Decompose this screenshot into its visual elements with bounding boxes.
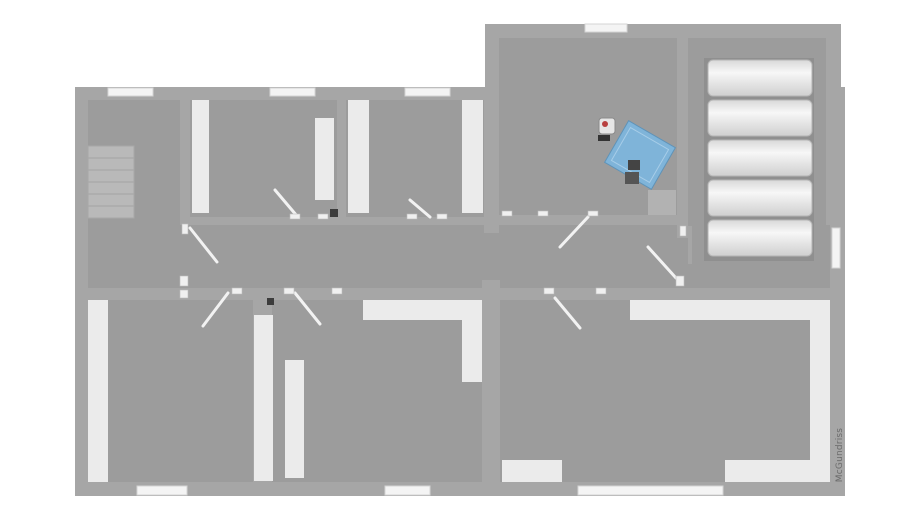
door-swing-icon	[188, 226, 219, 264]
door-swing-icon	[558, 215, 590, 249]
windows	[107, 23, 841, 496]
window	[107, 87, 154, 97]
storage-tanks-icon	[704, 58, 814, 261]
room-bottom-left	[88, 300, 253, 482]
room-bottom-right	[500, 300, 830, 482]
storage-tank	[707, 59, 813, 97]
storage-tank	[707, 139, 813, 177]
door-frames	[179, 210, 687, 299]
window	[136, 485, 188, 496]
fixtures	[267, 209, 338, 305]
door-swing-icon	[553, 296, 582, 330]
doors	[188, 188, 678, 330]
window	[831, 227, 841, 269]
watermark-text: McGundriss	[835, 427, 845, 483]
window	[404, 87, 451, 97]
window	[384, 485, 431, 496]
built-in-cabinets	[88, 100, 830, 482]
room-office	[499, 38, 677, 223]
door-swing-icon	[646, 245, 678, 280]
storage-tank	[707, 219, 813, 257]
door-swing-icon	[273, 188, 299, 218]
door-swing-icon	[408, 198, 432, 219]
storage-tank	[707, 179, 813, 217]
door-swing-icon	[201, 291, 230, 328]
window	[269, 87, 316, 97]
storage-tank	[707, 99, 813, 137]
office-chair-icon	[598, 117, 616, 141]
desk-icon	[598, 117, 677, 215]
window	[577, 485, 724, 496]
staircase-icon	[87, 145, 135, 219]
door-swing-icon	[293, 291, 322, 326]
room-small-1	[190, 100, 337, 217]
room-bottom-middle	[272, 300, 482, 482]
window	[584, 23, 628, 33]
